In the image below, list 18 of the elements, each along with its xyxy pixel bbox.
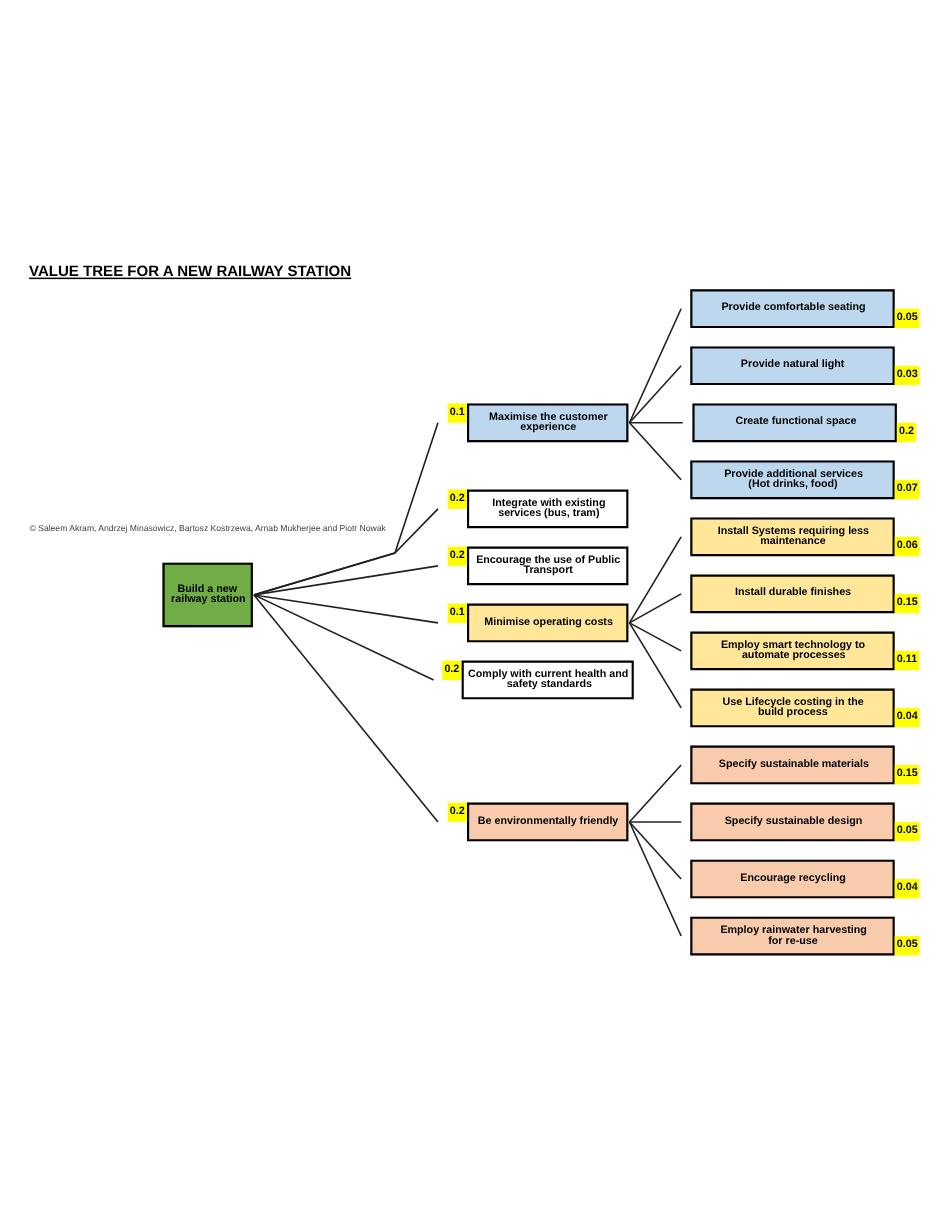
- connector: [628, 622, 682, 709]
- connector: [253, 594, 439, 823]
- connector: [253, 594, 435, 681]
- connector: [628, 421, 684, 424]
- connector: [628, 307, 682, 424]
- connector: [628, 821, 682, 823]
- connector: [628, 593, 682, 624]
- connector: [628, 364, 682, 424]
- connector: [253, 565, 439, 596]
- connector: [628, 821, 682, 880]
- connector: [628, 821, 682, 937]
- connector: [628, 536, 682, 624]
- connector: [628, 622, 682, 652]
- connector: [253, 594, 439, 624]
- connector: [628, 421, 682, 481]
- connector: [628, 764, 682, 823]
- connector: [253, 508, 439, 596]
- connector: [253, 421, 439, 596]
